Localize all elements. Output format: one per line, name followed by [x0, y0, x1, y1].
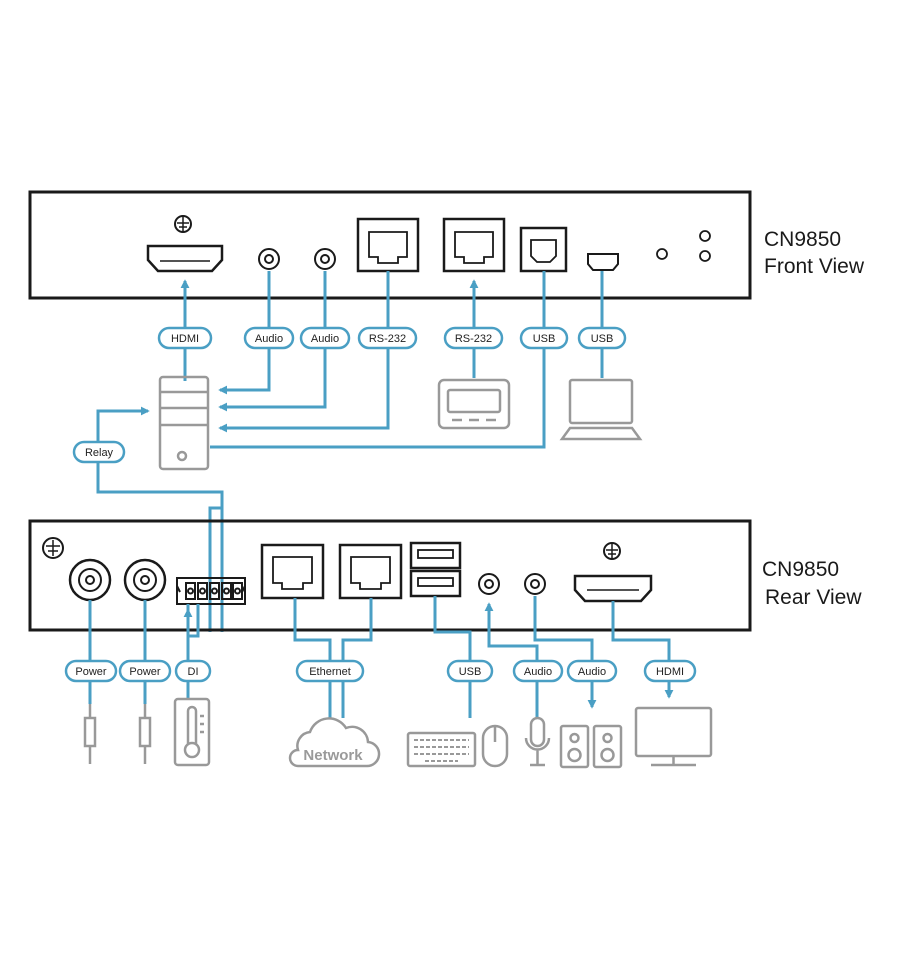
serial-terminal-icon	[437, 378, 511, 430]
audio-front-line-1	[218, 271, 271, 395]
usb-front-label-1: USB	[519, 326, 569, 350]
audio-jack-front-1	[258, 248, 280, 270]
hdmi-port-rear	[573, 574, 653, 603]
audio-rear-label-2: Audio	[566, 659, 618, 683]
svg-text:Power: Power	[129, 666, 161, 678]
svg-text:Audio: Audio	[255, 333, 283, 345]
power-label-1: Power	[64, 659, 118, 683]
laptop-icon	[559, 378, 643, 441]
svg-text:USB: USB	[533, 333, 556, 345]
led-indicator-1	[656, 248, 668, 260]
monitor-icon	[634, 706, 713, 767]
hdmi-rear-label: HDMI	[643, 659, 697, 683]
ethernet-line-2	[341, 598, 373, 718]
svg-text:Relay: Relay	[85, 447, 114, 459]
thermometer-sensor-icon	[173, 697, 211, 767]
svg-text:HDMI: HDMI	[656, 666, 684, 678]
ground-icon	[603, 542, 621, 560]
microphone-icon	[524, 716, 551, 767]
keyboard-icon	[406, 731, 477, 768]
led-indicator-2	[699, 230, 711, 242]
audio-rear-line-2	[533, 596, 597, 709]
svg-text:RS-232: RS-232	[455, 333, 492, 345]
power-label-2: Power	[118, 659, 172, 683]
usb-a-ports	[409, 541, 462, 598]
rear-panel	[28, 519, 752, 632]
ground-icon	[42, 537, 64, 559]
rs232-front-label-2: RS-232	[443, 326, 504, 350]
mouse-icon	[481, 724, 509, 768]
svg-text:USB: USB	[459, 666, 482, 678]
front-panel-subtitle: Front View	[764, 255, 865, 278]
usb-rear-label: USB	[446, 659, 494, 683]
front-connections	[96, 271, 604, 632]
audio-front-label-1: Audio	[243, 326, 295, 350]
dc-power-jack-1	[68, 558, 112, 602]
power-adapter-icon-2	[138, 704, 152, 764]
relay-bracket-line	[208, 506, 222, 632]
audio-rear-label-1: Audio	[512, 659, 564, 683]
network-label: Network	[303, 747, 363, 764]
dc-power-jack-2	[123, 558, 167, 602]
svg-text:HDMI: HDMI	[171, 333, 199, 345]
front-panel	[28, 190, 752, 300]
di-bracket-line	[186, 604, 200, 638]
di-label: DI	[174, 659, 212, 683]
pc-tower-icon	[158, 375, 210, 471]
hdmi-front-label: HDMI	[157, 326, 213, 350]
power-adapter-icon-1	[83, 704, 97, 764]
relay-label: Relay	[72, 440, 126, 464]
svg-text:Audio: Audio	[578, 666, 606, 678]
front-panel-title: CN9850	[764, 228, 841, 251]
relay-line	[96, 406, 224, 632]
hdmi-port-front	[146, 244, 224, 273]
audio-front-label-2: Audio	[299, 326, 351, 350]
micro-usb-port-front	[587, 253, 619, 271]
rear-panel-title: CN9850	[762, 558, 839, 581]
usb-b-port-front	[519, 226, 568, 273]
audio-jack-front-2	[314, 248, 336, 270]
svg-text:USB: USB	[591, 333, 614, 345]
hdmi-rear-line	[611, 601, 674, 699]
svg-text:DI: DI	[188, 666, 199, 678]
rs232-front-line-1	[218, 271, 390, 433]
svg-text:Audio: Audio	[524, 666, 552, 678]
svg-text:Power: Power	[75, 666, 107, 678]
svg-text:Ethernet: Ethernet	[309, 666, 351, 678]
ground-icon	[174, 215, 192, 233]
svg-text:Audio: Audio	[311, 333, 339, 345]
usb-rear-line	[433, 596, 472, 718]
ethernet-port-2	[338, 543, 403, 600]
terminal-block	[176, 577, 246, 605]
ethernet-label: Ethernet	[295, 659, 365, 683]
rs232-front-label-1: RS-232	[357, 326, 418, 350]
speakers-icon	[559, 724, 623, 769]
rear-panel-subtitle: Rear View	[765, 586, 862, 609]
rs232-port-front-1	[356, 217, 420, 273]
audio-jack-rear-2	[524, 573, 546, 595]
audio-front-line-2	[218, 271, 327, 412]
audio-jack-rear-1	[478, 573, 500, 595]
network-cloud-icon: Network	[288, 717, 381, 768]
led-indicator-3	[699, 250, 711, 262]
rs232-port-front-2	[442, 217, 506, 273]
usb-front-label-2: USB	[577, 326, 627, 350]
ethernet-line-1	[293, 598, 332, 718]
svg-text:RS-232: RS-232	[369, 333, 406, 345]
ethernet-port-1	[260, 543, 325, 600]
